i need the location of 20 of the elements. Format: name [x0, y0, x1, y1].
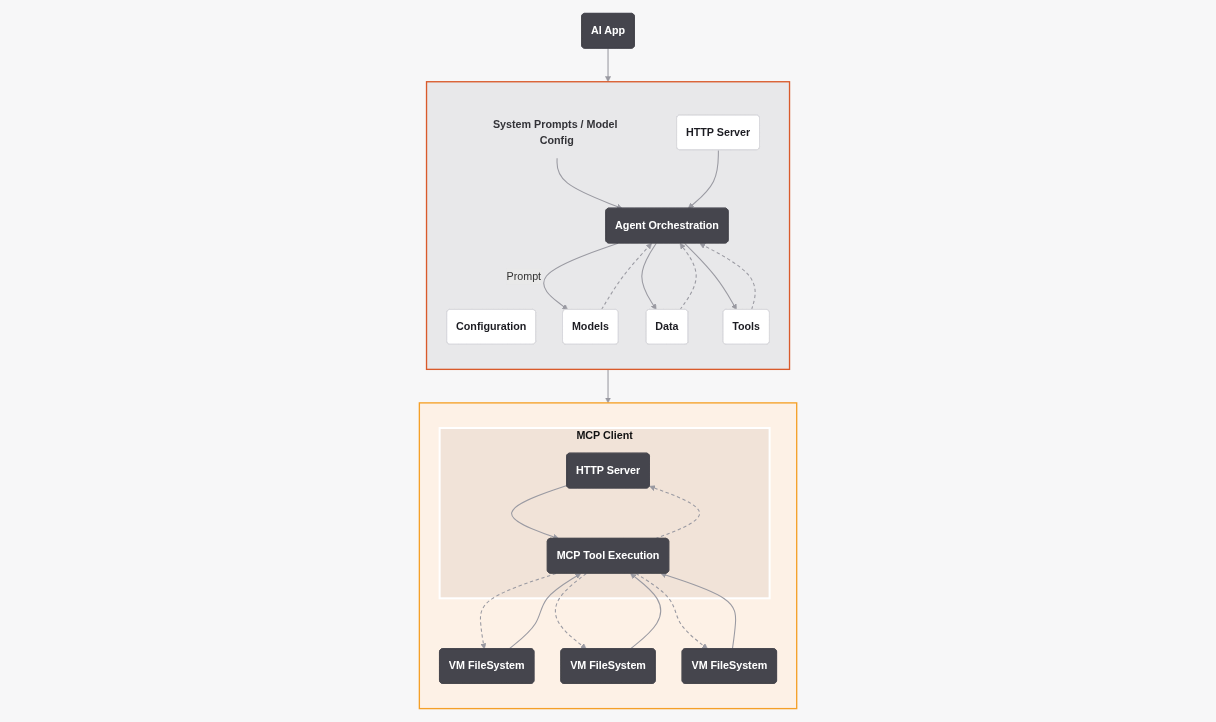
arrow: [600, 243, 652, 311]
arrow: [649, 485, 701, 540]
arrow: [556, 157, 623, 210]
arrow: [511, 484, 568, 540]
cluster: [425, 81, 791, 371]
arrow: [679, 243, 697, 311]
arrow: [684, 242, 737, 310]
arrow: [635, 573, 708, 650]
cluster: [418, 402, 798, 710]
arrow: [641, 242, 657, 310]
arrow: [660, 572, 737, 650]
arrow: [629, 573, 662, 650]
edge-label: Prompt: [506, 270, 542, 282]
arrow: [508, 573, 581, 650]
arrow: [605, 368, 611, 404]
node-text: System Prompts / Model Config: [492, 118, 618, 146]
arrow: [687, 149, 719, 209]
arrow: [699, 243, 756, 311]
arrow: [554, 573, 587, 650]
arrow: [605, 47, 611, 83]
